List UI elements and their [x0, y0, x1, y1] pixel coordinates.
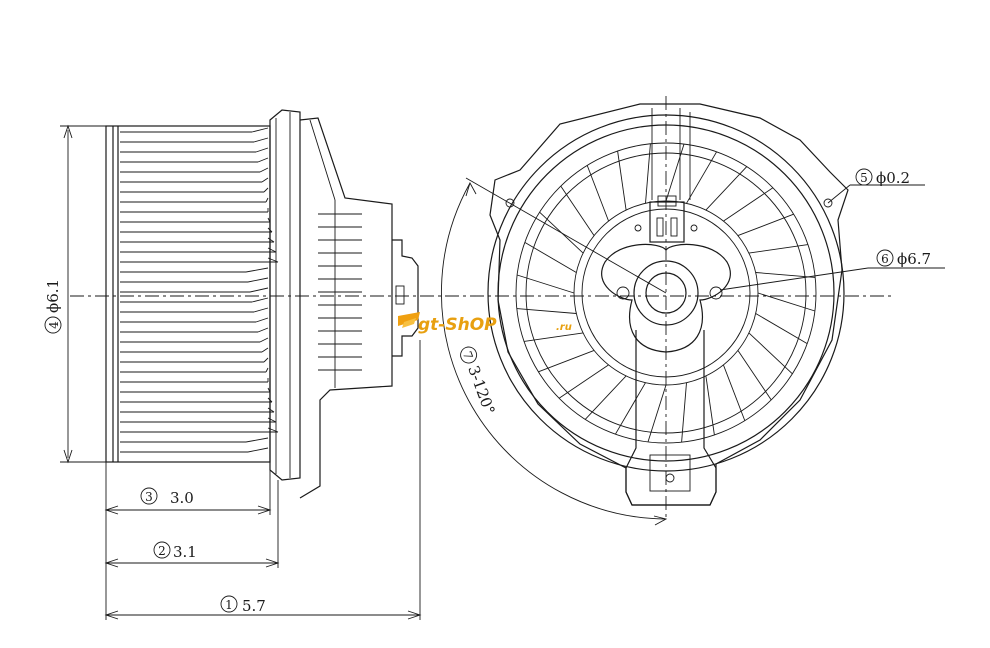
wheel-spoke — [523, 332, 584, 342]
svg-text:5.7: 5.7 — [242, 597, 266, 615]
dimensions: 4 ϕ6.1 3 3.0 2 3.1 1 5.7 — [44, 124, 422, 620]
dim-label-6: 6 ϕ6.7 — [876, 249, 931, 268]
fan-blade-tip — [259, 167, 269, 173]
dim-label-1: 1 5.7 — [220, 595, 266, 615]
wheel-spoke — [560, 185, 595, 236]
wheel-spoke — [558, 364, 609, 399]
angle-arc — [441, 182, 667, 520]
wheel-spoke — [737, 350, 772, 401]
wheel-spoke — [586, 165, 610, 222]
wheel-spoke — [524, 242, 577, 273]
shaft-stub — [395, 285, 405, 305]
wheel-spoke — [705, 375, 715, 436]
screw-hole-right — [709, 286, 723, 300]
svg-text:.ru: .ru — [556, 322, 572, 333]
wheel-spoke — [748, 244, 809, 254]
svg-text:1: 1 — [225, 598, 233, 612]
svg-text:3.0: 3.0 — [170, 489, 194, 507]
bottom-mount-hole — [665, 473, 675, 483]
dim-label-5: 5 ϕ0.2 — [855, 168, 910, 187]
dim-label-7: 7 3-120° — [460, 346, 499, 417]
svg-text:ϕ0.2: ϕ0.2 — [876, 169, 910, 187]
dim-label-3: 3 3.0 — [140, 487, 194, 507]
dim-label-2: 2 3.1 — [153, 541, 197, 561]
fan-blade-tip — [267, 237, 275, 243]
fan-blade-tip — [261, 347, 269, 353]
fan-blade-tip — [265, 367, 269, 373]
fan-blade-tip — [251, 127, 269, 133]
motor-fins — [318, 213, 362, 371]
fan-blade-tip — [253, 307, 269, 313]
fan-blades — [120, 127, 279, 453]
wheel-spoke — [665, 143, 685, 202]
watermark-logo: gt-ShOP .ru — [398, 312, 572, 335]
wheel-spoke — [755, 272, 816, 278]
wheel-spoke — [748, 332, 793, 375]
fan-blade-tip — [265, 197, 269, 203]
fan-blade-tip — [245, 437, 269, 443]
wheel-spoke — [617, 150, 627, 211]
fan-blade-tip — [245, 267, 269, 273]
fan-blade-tip — [255, 147, 269, 153]
svg-text:6: 6 — [881, 252, 889, 266]
svg-text:3: 3 — [145, 490, 153, 504]
mount-hole-left — [505, 198, 515, 208]
wheel-spoke — [647, 384, 667, 443]
fan-blade-tip — [263, 187, 269, 193]
fan-blade-tip — [247, 277, 269, 283]
svg-text:3-120°: 3-120° — [464, 363, 498, 417]
mount-plate — [269, 109, 301, 481]
svg-text:gt-ShOP: gt-ShOP — [418, 315, 497, 335]
electrical-connector — [649, 201, 685, 243]
mounting-flange — [489, 103, 849, 506]
svg-text:ϕ6.7: ϕ6.7 — [897, 250, 931, 268]
side-view — [105, 109, 419, 499]
svg-text:4: 4 — [47, 321, 61, 329]
dim-label-4: 4 ϕ6.1 — [44, 279, 62, 334]
fan-blade-tip — [261, 177, 269, 183]
svg-text:3.1: 3.1 — [173, 543, 197, 561]
mount-hole-right — [823, 198, 833, 208]
fan-blade-tip — [255, 317, 269, 323]
front-view — [487, 103, 849, 506]
fan-blade-tip — [257, 327, 269, 333]
wheel-spoke — [723, 187, 774, 222]
svg-text:ϕ6.1: ϕ6.1 — [44, 279, 62, 313]
wheel-spoke — [705, 166, 748, 211]
wheel-spoke — [516, 308, 577, 314]
fan-blade-tip — [267, 417, 277, 423]
front-dimensions: 5 ϕ0.2 6 ϕ6.7 7 3-120° — [441, 168, 945, 526]
wheel-spoke — [757, 292, 816, 312]
wheel-spoke — [737, 213, 794, 237]
wheel-spoke — [584, 375, 627, 420]
screw-hole-left — [616, 286, 630, 300]
support-arm — [625, 330, 717, 506]
fan-blade-tip — [259, 337, 269, 343]
fan-blade-tip — [257, 157, 269, 163]
wheel-spokes — [516, 143, 816, 443]
fan-blade-tip — [247, 447, 269, 453]
wheel-spoke — [516, 274, 575, 294]
fan-blade-tip — [251, 297, 269, 303]
svg-text:7: 7 — [460, 349, 476, 361]
wheel-spoke — [645, 143, 651, 204]
svg-text:2: 2 — [158, 544, 166, 558]
wheel-spoke — [615, 382, 646, 435]
fan-blade-tip — [253, 137, 269, 143]
wheel-spoke — [681, 382, 687, 443]
fan-blade-tip — [267, 247, 277, 253]
fan-blade-tip — [263, 357, 269, 363]
svg-text:5: 5 — [860, 171, 868, 185]
wheel-spoke — [538, 349, 595, 373]
fan-blade-tip — [249, 287, 269, 293]
wheel-spoke — [686, 151, 717, 204]
motor-shaft-end — [392, 239, 419, 357]
wheel-spoke — [755, 313, 808, 344]
fan-blade-tip — [267, 407, 275, 413]
wheel-spoke — [722, 364, 746, 421]
motor-housing — [299, 117, 393, 499]
